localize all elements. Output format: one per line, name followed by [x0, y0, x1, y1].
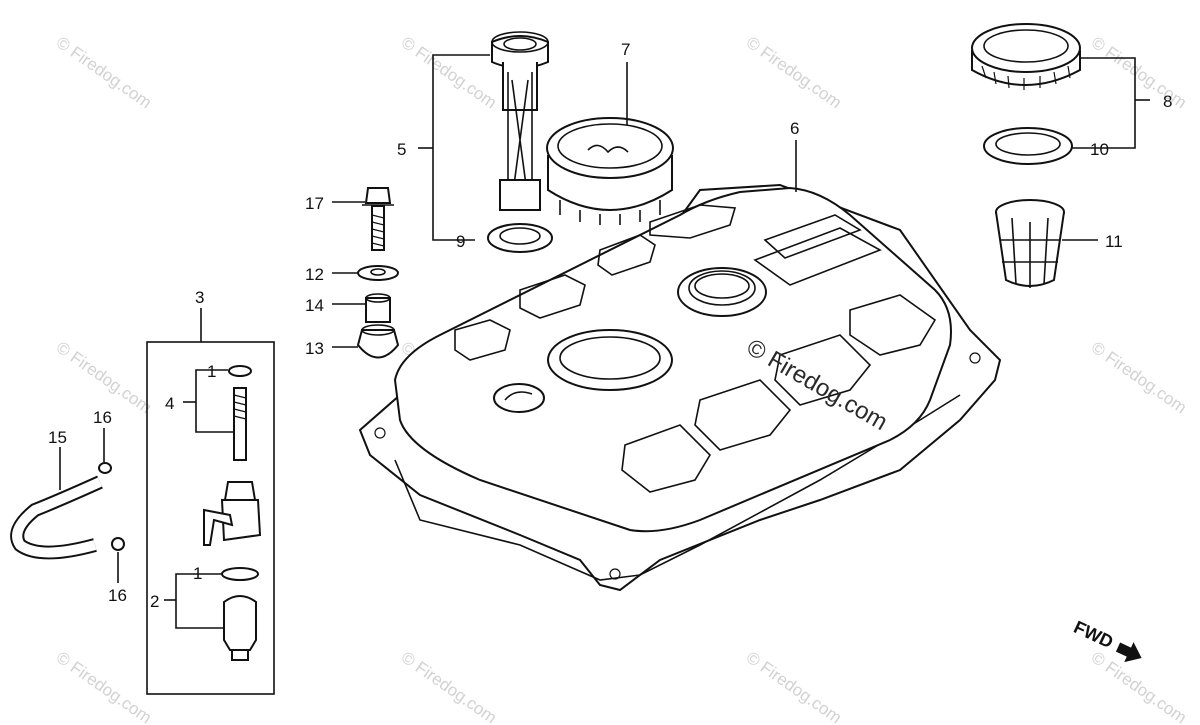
callout-label: 7	[621, 40, 630, 59]
watermark: © Firedog.com	[398, 648, 500, 725]
callout-label: 16	[93, 408, 112, 427]
fuel-valve-assembly	[146, 341, 275, 695]
callout-label: 11	[1105, 232, 1123, 251]
watermark: © Firedog.com	[53, 648, 155, 725]
fuel-tank	[358, 183, 1002, 592]
callout-label: 3	[195, 288, 204, 307]
callout-label: 10	[1090, 140, 1109, 159]
callouts: 1 1 2 3 4 5 6 7 8 9 10 11 12 13 14 15 16…	[48, 40, 1172, 611]
callout-label: 2	[150, 592, 159, 611]
fuel-cap	[971, 23, 1081, 90]
callout-label: 4	[165, 394, 174, 413]
gauge-gasket	[487, 223, 553, 253]
fuel-gauge-unit	[491, 31, 549, 211]
fuel-strainer	[995, 199, 1065, 288]
callout-label: 9	[456, 232, 465, 251]
watermark: © Firedog.com	[1088, 648, 1190, 725]
fwd-label: FWD	[1071, 617, 1117, 652]
gauge-cover	[546, 117, 674, 225]
fuel-hose	[10, 462, 125, 560]
callout-label: 17	[305, 194, 324, 213]
forward-arrow-icon	[1115, 642, 1142, 663]
callout-label: 12	[305, 265, 324, 284]
watermark: © Firedog.com	[53, 33, 155, 113]
callout-label: 5	[397, 140, 406, 159]
callout-label: 16	[108, 586, 127, 605]
callout-label: 8	[1163, 92, 1172, 111]
cap-gasket	[983, 127, 1073, 165]
watermark: © Firedog.com	[1088, 338, 1190, 418]
watermark: © Firedog.com	[743, 648, 845, 725]
watermark: © Firedog.com	[53, 338, 155, 418]
watermark: © Firedog.com	[743, 33, 845, 113]
leader-lines	[59, 54, 1150, 629]
callout-label: 6	[790, 119, 799, 138]
callout-label: 15	[48, 428, 67, 447]
callout-label: 14	[305, 296, 324, 315]
callout-label: 1	[193, 564, 202, 583]
watermark: © Firedog.com	[398, 33, 500, 113]
callout-label: 13	[305, 339, 324, 358]
mounting-hardware	[356, 187, 400, 359]
callout-label: 1	[207, 362, 216, 381]
